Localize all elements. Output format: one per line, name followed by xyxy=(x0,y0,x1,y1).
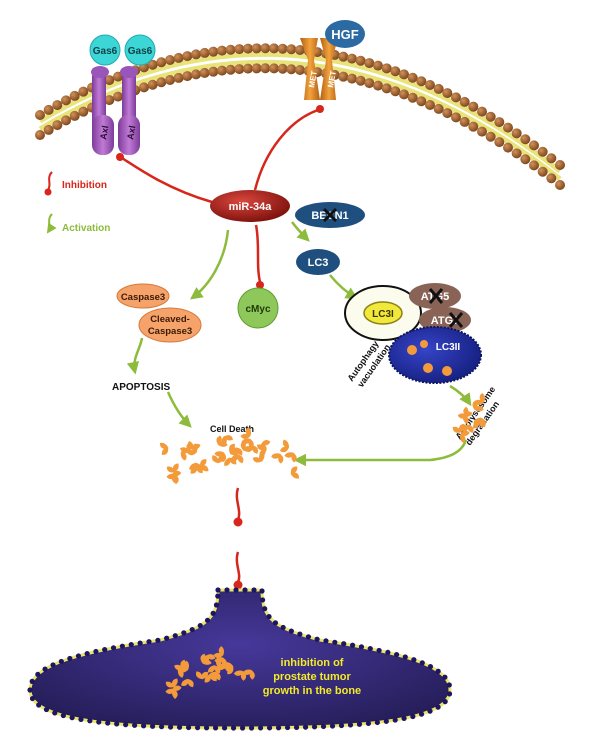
met-left-label: MET xyxy=(307,70,319,88)
atg5-cross-icon xyxy=(428,288,444,304)
caspase3-label: Caspase3 xyxy=(121,292,165,303)
cleaved-caspase3-label-line1: Cleaved- xyxy=(150,314,190,325)
activation-arrow-to-lc3 xyxy=(291,221,310,242)
autophagy-vacuole: LC3I xyxy=(344,285,422,341)
atg5-node: ATG5 xyxy=(409,283,461,309)
legend-activation-symbol xyxy=(46,213,57,234)
becn1-node: BECN1 xyxy=(295,202,365,228)
mir34a-label: miR-34a xyxy=(229,201,273,213)
lc3ii-label: LC3II xyxy=(436,342,461,353)
cleaved-caspase3-node: Cleaved- Caspase3 xyxy=(138,307,202,343)
caspase3-node: Caspase3 xyxy=(116,283,170,309)
inhibition-arrow-to-met xyxy=(253,105,324,191)
met-receptor: MET MET xyxy=(300,38,338,100)
hgf-label: HGF xyxy=(331,27,359,42)
axl-receptor-left: Axl xyxy=(91,66,114,155)
atg7-node: ATG7 xyxy=(419,307,471,333)
activation-arrow-to-cell-death-from-autophagy xyxy=(293,439,468,467)
axl-right-label: Axl xyxy=(125,125,137,141)
tumor-label-line3: growth in the bone xyxy=(263,685,361,697)
axl-receptor-right: Axl xyxy=(118,66,140,155)
inhibition-arrow-down-1 xyxy=(233,487,243,527)
axl-left-label: Axl xyxy=(98,125,110,141)
gas6-left-label: Gas6 xyxy=(93,46,118,57)
cell-membrane xyxy=(35,43,565,190)
met-right-label: MET xyxy=(326,70,338,88)
inhibition-arrow-to-cmyc xyxy=(254,224,264,289)
lc3ii-autophagosome: LC3II xyxy=(388,326,482,384)
tumor-label-line1: inhibition of xyxy=(281,657,344,669)
inhibition-arrow-down-2 xyxy=(233,551,243,590)
gas6-ligand-right: Gas6 xyxy=(124,34,156,66)
lc3-node: LC3 xyxy=(296,249,340,275)
gas6-ligand-left: Gas6 xyxy=(89,34,121,66)
mir34a-node: miR-34a xyxy=(210,190,290,222)
atg7-cross-icon xyxy=(448,312,464,328)
cell-death-fragments xyxy=(154,426,305,485)
legend-inhibition-label: Inhibition xyxy=(62,180,107,191)
cmyc-label: cMyc xyxy=(245,304,270,315)
tumor-membrane-dots xyxy=(27,587,453,731)
legend-activation-label: Activation xyxy=(62,223,110,234)
lc3-label: LC3 xyxy=(308,257,329,269)
activation-arrow-to-caspase xyxy=(189,229,230,300)
cmyc-node: cMyc xyxy=(237,287,279,329)
activation-arrow-to-lc3i xyxy=(329,274,359,300)
legend: Inhibition Activation xyxy=(44,171,110,234)
activation-arrow-to-apoptosis xyxy=(126,337,144,375)
tumor-label-line2: prostate tumor xyxy=(273,671,351,683)
inhibition-arrow-to-axl xyxy=(116,153,213,204)
prostate-tumor: inhibition of prostate tumor growth in t… xyxy=(27,587,453,731)
becn1-cross-icon xyxy=(322,207,338,223)
activation-arrow-to-cell-death xyxy=(166,391,192,428)
apoptosis-label: APOPTOSIS xyxy=(112,382,170,393)
activation-arrow-to-autolysosome xyxy=(449,384,472,407)
cleaved-caspase3-label-line2: Caspase3 xyxy=(148,326,192,337)
legend-inhibition-symbol xyxy=(44,171,53,196)
cell-death-label: Cell Death xyxy=(210,424,254,434)
lc3i-label: LC3I xyxy=(372,309,394,320)
gas6-right-label: Gas6 xyxy=(128,46,153,57)
hgf-ligand: HGF xyxy=(325,20,365,48)
